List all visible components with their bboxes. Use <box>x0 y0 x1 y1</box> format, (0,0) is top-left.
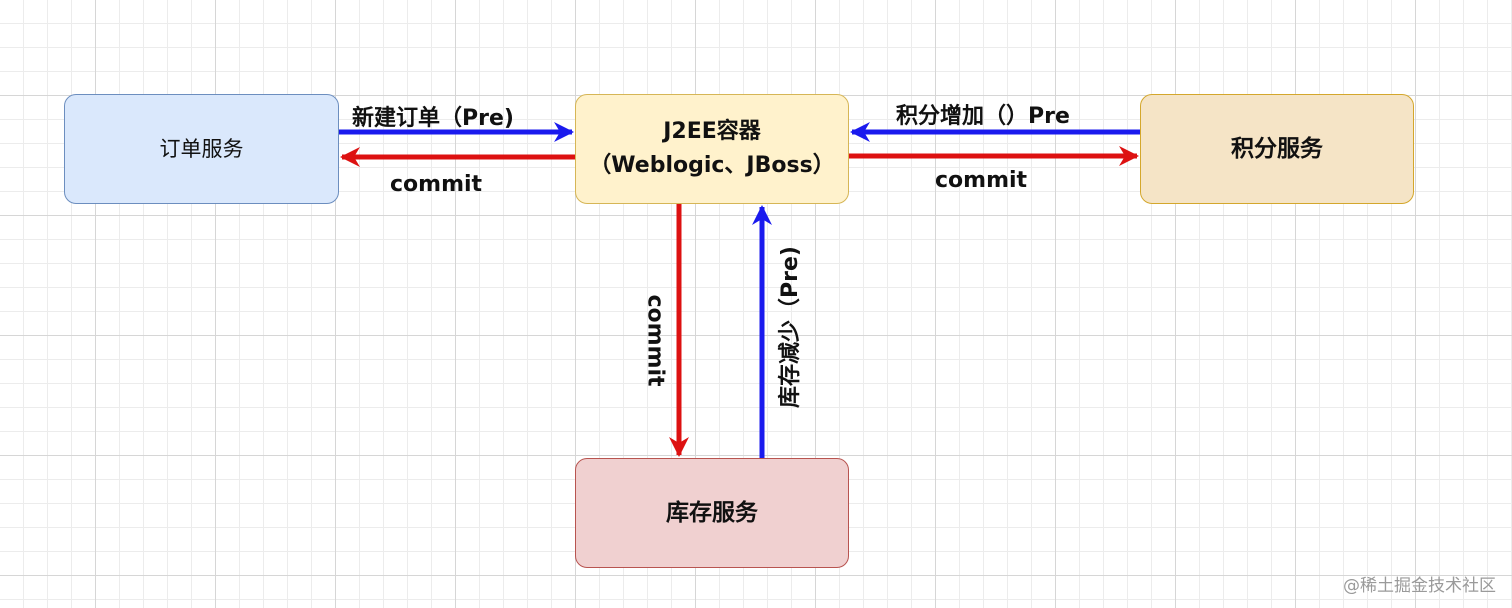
edge-label-points-add: 积分增加（）Pre <box>896 104 1070 129</box>
edge-label-commit-points: commit <box>935 168 1028 193</box>
order-service-node[interactable]: 订单服务 <box>64 94 339 204</box>
edge-label-create-order: 新建订单（Pre) <box>352 106 514 131</box>
j2ee-container-node[interactable]: J2EE容器 （Weblogic、JBoss） <box>575 94 849 204</box>
j2ee-container-subtitle: （Weblogic、JBoss） <box>589 153 835 178</box>
points-service-node[interactable]: 积分服务 <box>1140 94 1414 204</box>
stock-service-label: 库存服务 <box>666 500 758 526</box>
edge-label-commit-stock: commit <box>642 294 668 387</box>
points-service-label: 积分服务 <box>1231 136 1323 162</box>
edge-label-commit-order: commit <box>390 172 483 197</box>
stock-service-node[interactable]: 库存服务 <box>575 458 849 568</box>
watermark: @稀土掘金技术社区 <box>1343 576 1496 596</box>
edge-label-stock-decrease: 库存减少（Pre) <box>778 246 803 408</box>
order-service-label: 订单服务 <box>159 137 244 161</box>
j2ee-container-title: J2EE容器 <box>663 119 761 144</box>
